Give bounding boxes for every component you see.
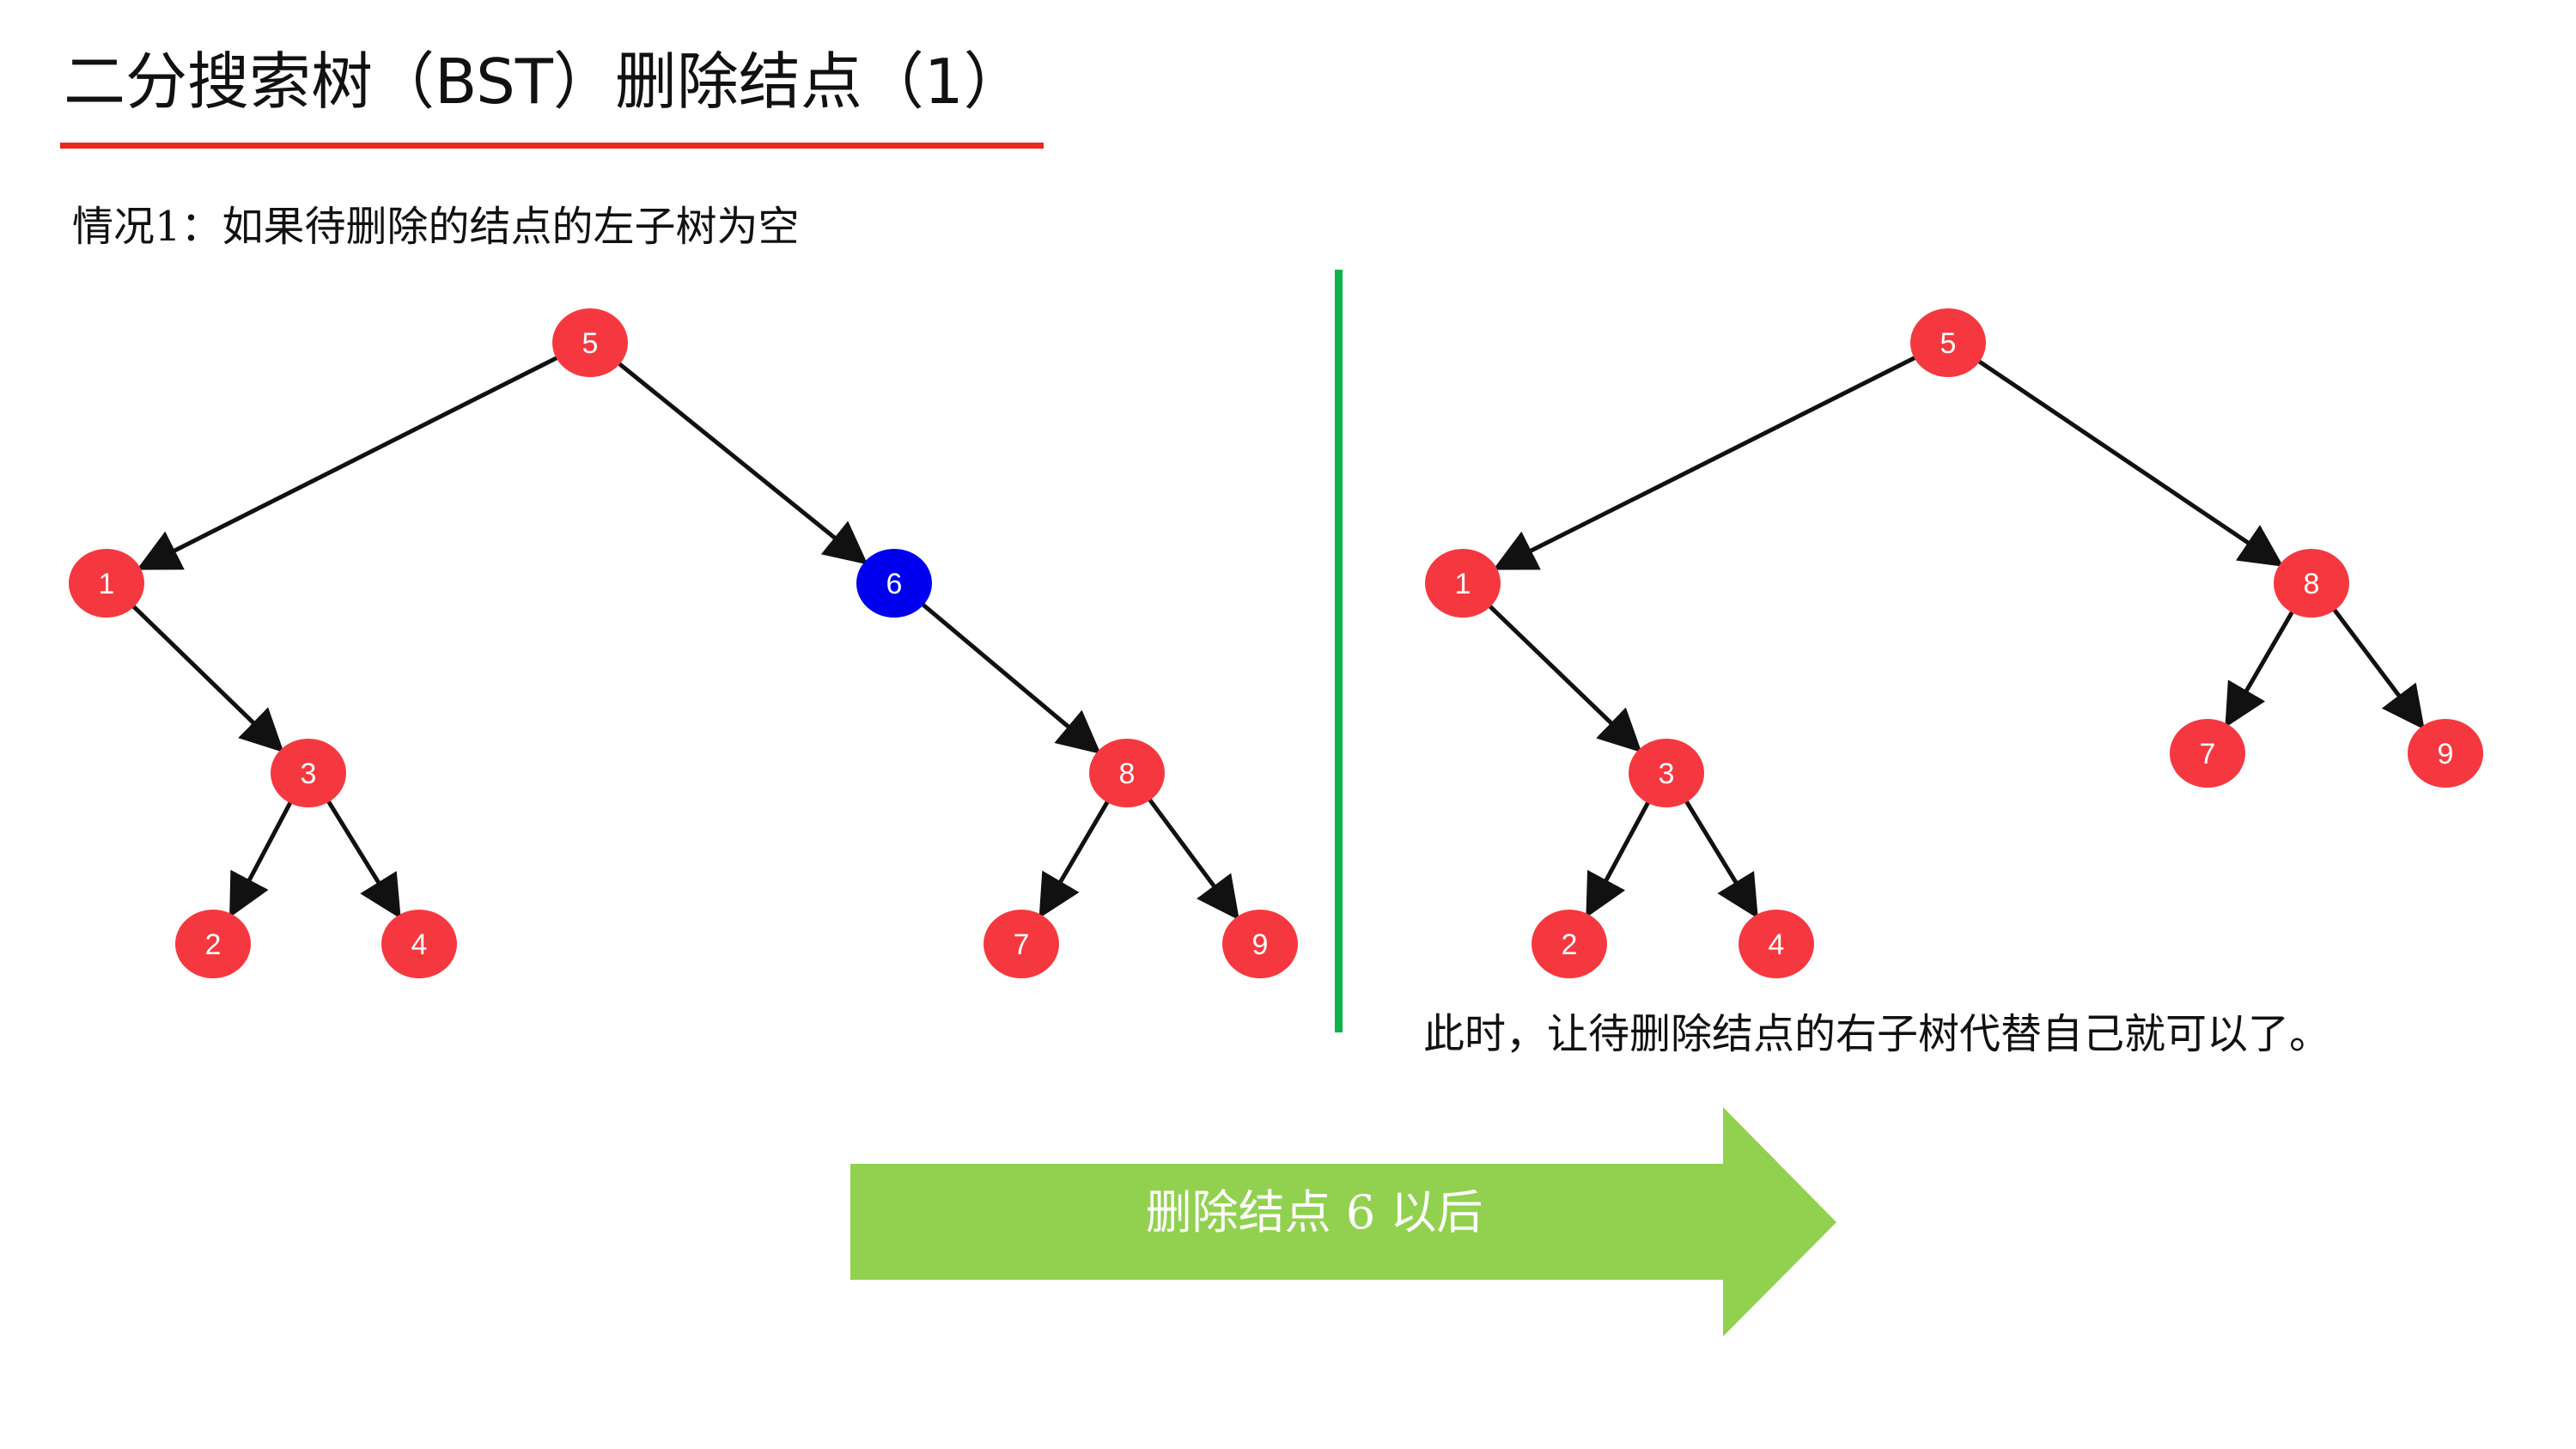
- arrow-label: 删除结点 6 以后: [1145, 1185, 1483, 1239]
- after-node-label-7: 7: [2200, 738, 2216, 770]
- before-node-label-7: 7: [1014, 928, 1030, 961]
- after-node-label-2: 2: [1562, 928, 1578, 961]
- before-node-7: 7: [984, 910, 1059, 978]
- before-node-circle-9: [1222, 910, 1298, 978]
- before-node-circle-1: [69, 549, 144, 618]
- title-underline: [60, 143, 1044, 149]
- page-title: 二分搜索树（BST）删除结点（1）: [64, 46, 1026, 118]
- after-edge-8-7: [2225, 610, 2295, 728]
- before-edge-3-2: [229, 801, 293, 918]
- before-node-circle-3: [271, 739, 346, 807]
- before-node-5: 5: [552, 308, 628, 377]
- after-node-9: 9: [2408, 719, 2483, 788]
- before-node-label-5: 5: [582, 327, 599, 360]
- after-node-circle-3: [1629, 739, 1704, 807]
- after-edge-8-9: [2331, 607, 2425, 730]
- after-node-circle-7: [2170, 719, 2245, 788]
- arrow-shape: [850, 1107, 1836, 1336]
- before-node-label-9: 9: [1252, 928, 1269, 961]
- before-node-circle-7: [984, 910, 1059, 978]
- after-node-label-9: 9: [2438, 738, 2454, 770]
- before-node-3: 3: [271, 739, 346, 807]
- before-edge-8-7: [1038, 800, 1111, 919]
- before-node-2: 2: [175, 910, 251, 978]
- after-node-8: 8: [2274, 549, 2349, 618]
- after-node-circle-5: [1910, 308, 1986, 377]
- before-node-circle-6: [856, 549, 932, 618]
- before-node-6: 6: [856, 549, 932, 618]
- result-note: 此时，让待删除结点的右子树代替自己就可以了。: [1423, 1010, 2331, 1058]
- after-node-5: 5: [1910, 308, 1986, 377]
- before-node-label-2: 2: [205, 928, 222, 961]
- before-edge-3-4: [326, 799, 401, 919]
- before-node-label-1: 1: [99, 568, 115, 600]
- after-node-circle-1: [1425, 549, 1501, 618]
- after-node-label-5: 5: [1940, 327, 1957, 360]
- before-node-circle-8: [1089, 739, 1165, 807]
- after-node-circle-8: [2274, 549, 2349, 618]
- before-edge-5-1: [136, 355, 559, 570]
- after-node-label-4: 4: [1769, 928, 1785, 961]
- before-node-circle-5: [552, 308, 628, 377]
- before-node-1: 1: [69, 549, 144, 618]
- before-node-label-6: 6: [886, 568, 903, 600]
- after-node-label-1: 1: [1455, 568, 1471, 600]
- after-node-3: 3: [1629, 739, 1704, 807]
- tree-after-deletion: 5 1 8 3 7 9 2 4: [1425, 308, 2483, 978]
- after-edge-1-3: [1487, 604, 1642, 753]
- after-node-7: 7: [2170, 719, 2245, 788]
- before-edge-1-3: [131, 604, 284, 753]
- after-node-circle-9: [2408, 719, 2483, 788]
- before-edge-5-6: [617, 361, 868, 565]
- after-node-label-3: 3: [1659, 758, 1675, 790]
- after-edge-5-1: [1492, 355, 1917, 570]
- panel-divider: [1335, 270, 1343, 1032]
- before-edge-6-8: [920, 602, 1101, 754]
- before-node-8: 8: [1089, 739, 1165, 807]
- after-node-circle-2: [1532, 910, 1607, 978]
- after-edge-5-8: [1976, 358, 2284, 567]
- tree-before-deletion: 5 1 6 3 8 2 4 7 9: [69, 308, 1298, 978]
- before-node-label-8: 8: [1119, 758, 1136, 790]
- before-edge-8-9: [1147, 797, 1239, 921]
- before-node-label-4: 4: [411, 928, 428, 961]
- after-node-circle-4: [1739, 910, 1814, 978]
- after-node-4: 4: [1739, 910, 1814, 978]
- after-edge-3-4: [1684, 799, 1758, 919]
- case-description: 情况1：如果待删除的结点的左子树为空: [72, 203, 800, 251]
- after-edge-3-2: [1586, 800, 1651, 918]
- before-node-circle-2: [175, 910, 251, 978]
- before-node-label-3: 3: [301, 758, 317, 790]
- after-node-2: 2: [1532, 910, 1607, 978]
- before-node-4: 4: [381, 910, 457, 978]
- after-node-1: 1: [1425, 549, 1501, 618]
- before-node-circle-4: [381, 910, 457, 978]
- after-node-label-8: 8: [2304, 568, 2320, 600]
- before-node-9: 9: [1222, 910, 1298, 978]
